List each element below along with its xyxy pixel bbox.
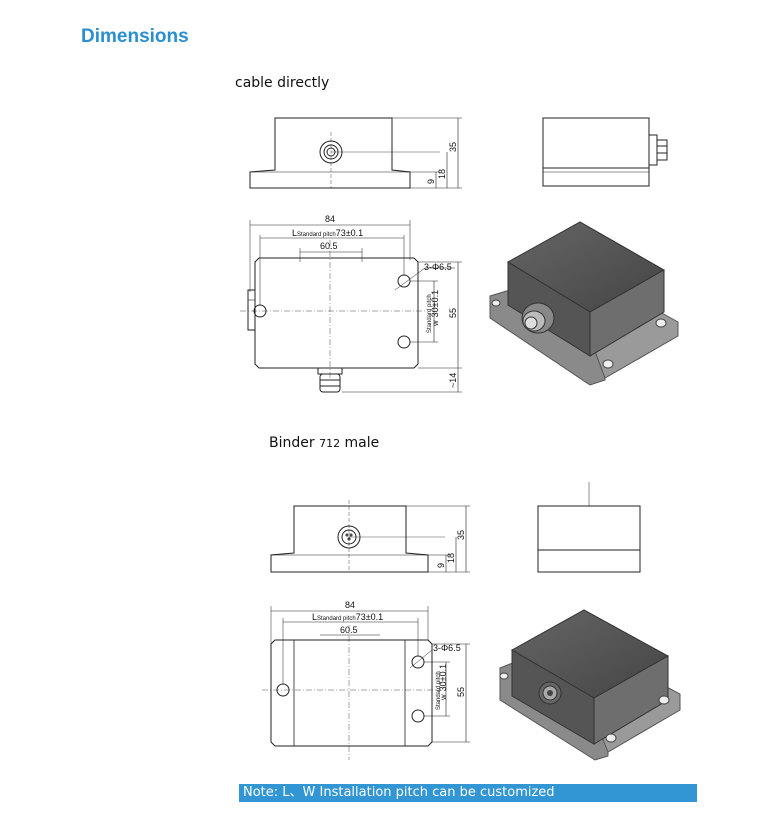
side-view-binder	[537, 482, 641, 573]
dim-60-b: 60.5	[340, 625, 358, 635]
dim-w-val-b: W 30±0.1	[438, 664, 448, 700]
front-view-binder	[270, 500, 470, 573]
dim-pitch-w-b: Standard pitch	[436, 671, 442, 710]
dim-pitch-l-a: LStandard pitch73±0.1	[292, 228, 363, 238]
top-view-cable	[240, 220, 462, 393]
dim-14-a: ~14	[448, 373, 458, 388]
dim-55-a: 55	[448, 308, 458, 318]
w-small-b: Standard pitch	[436, 671, 442, 710]
pitch-small-a: Standard pitch	[297, 232, 336, 238]
dim-9-a: 9	[426, 179, 436, 184]
installation-note: Note: L、W Installation pitch can be cust…	[239, 784, 697, 802]
dim-35-a: 35	[448, 142, 458, 152]
w-prefix-a: W	[434, 320, 440, 326]
page-title: Dimensions	[81, 26, 189, 47]
pitch-val-b: 73±0.1	[356, 612, 383, 622]
section-label-cable: cable directly	[235, 75, 330, 91]
dim-18-b: 18	[446, 553, 456, 563]
dim-pitch-w-a: Standard pitch	[427, 294, 433, 333]
dim-55-b: 55	[456, 687, 466, 697]
dim-84-b: 84	[345, 600, 355, 610]
pitch-small-b: Standard pitch	[317, 616, 356, 622]
dim-hole-b: 3-Φ6.5	[433, 643, 461, 653]
side-view-cable	[542, 117, 668, 187]
dim-18-a: 18	[437, 169, 447, 179]
pitch-val-a: 73±0.1	[336, 228, 363, 238]
pitch-prefix-a: L	[292, 228, 297, 238]
binder-label-num: 712	[319, 437, 341, 450]
dim-35-b: 35	[456, 530, 466, 540]
front-view-cable	[249, 117, 462, 189]
binder-label-main: Binder	[269, 435, 315, 451]
dim-60-a: 60.5	[320, 241, 338, 251]
dim-pitch-l-b: LStandard pitch73±0.1	[312, 612, 383, 622]
pitch-prefix-b: L	[312, 612, 317, 622]
dim-84-a: 84	[325, 214, 335, 224]
iso-render-binder	[499, 609, 681, 761]
w-val-a: 30±0.1	[430, 290, 440, 317]
iso-render-cable	[489, 221, 679, 386]
dim-9-b: 9	[436, 563, 446, 568]
w-prefix-b: W	[442, 694, 448, 700]
dim-hole-a: 3-Φ6.5	[424, 262, 452, 272]
top-view-binder	[262, 606, 470, 760]
w-val-b: 30±0.1	[438, 664, 448, 691]
w-small-a: Standard pitch	[427, 294, 433, 333]
section-label-binder: Binder 712 male	[269, 435, 379, 451]
binder-label-tail: male	[344, 435, 380, 451]
dim-w-val-a: W 30±0.1	[430, 290, 440, 326]
